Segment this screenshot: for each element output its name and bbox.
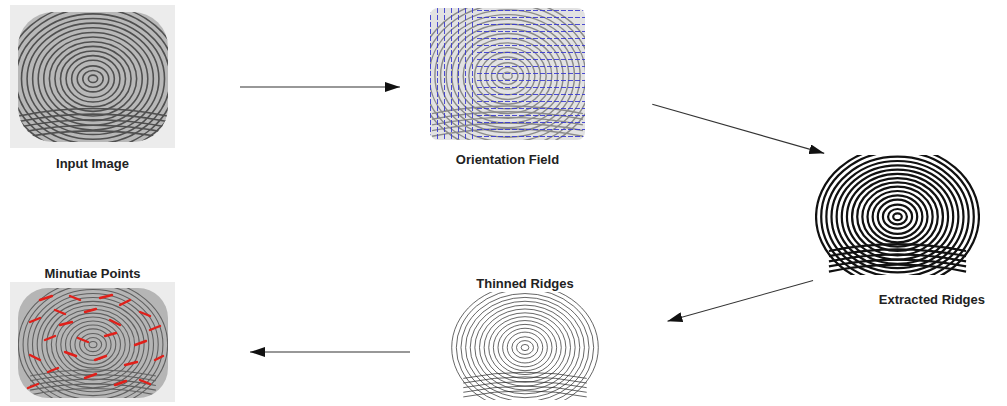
input-fingerprint (5, 4, 181, 154)
image-caption: Extracted Ridges (815, 292, 985, 308)
ridge-pattern (18, 288, 167, 398)
orientation-ticks (475, 8, 585, 140)
minutiae-image (10, 281, 175, 406)
image-ground (10, 5, 175, 148)
ridge-pattern (18, 12, 168, 142)
image-caption: Input Image (10, 156, 175, 172)
image-panel: Orientation Field (430, 8, 585, 168)
image-caption: Orientation Field (430, 152, 585, 168)
thinned-ridges-image (450, 285, 600, 406)
flow-arrow (250, 351, 410, 352)
extracted-ridges-image (815, 147, 980, 286)
flow-arrow (667, 281, 813, 322)
image-panel: Minutiae Points (10, 266, 175, 406)
flow-arrow (240, 86, 400, 87)
ridge-pattern (452, 292, 599, 400)
image-panel: Thinned Ridges (450, 276, 600, 403)
image-panel: Extracted Ridges (815, 155, 985, 308)
orientation-ticks (430, 8, 475, 140)
ridge-pattern (430, 8, 585, 140)
image-panel: Input Image (10, 5, 175, 172)
image-caption: Minutiae Points (10, 266, 175, 282)
ridge-pattern (816, 155, 979, 275)
minutiae-marks (28, 295, 163, 388)
image-ground (430, 8, 585, 140)
image-ground (450, 292, 600, 400)
orientation-field-image (418, 0, 597, 152)
image-caption: Thinned Ridges (450, 276, 600, 292)
flow-arrow (652, 104, 824, 153)
